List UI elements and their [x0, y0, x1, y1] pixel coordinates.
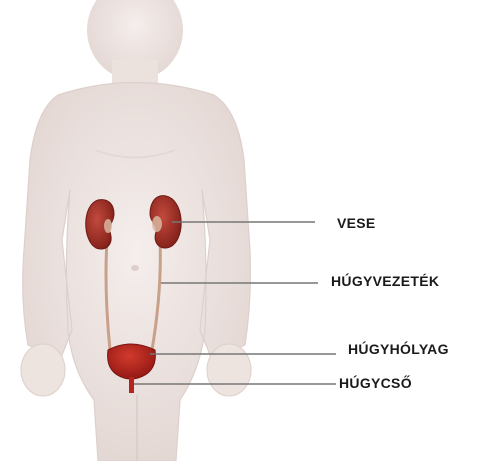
label-vese: VESE — [337, 215, 376, 231]
label-hugycso: HÚGYCSŐ — [339, 375, 412, 391]
urethra — [129, 377, 134, 393]
label-hugyholyag: HÚGYHÓLYAG — [348, 341, 449, 357]
body-silhouette — [21, 0, 251, 461]
label-hugyvezetek: HÚGYVEZETÉK — [331, 273, 439, 289]
